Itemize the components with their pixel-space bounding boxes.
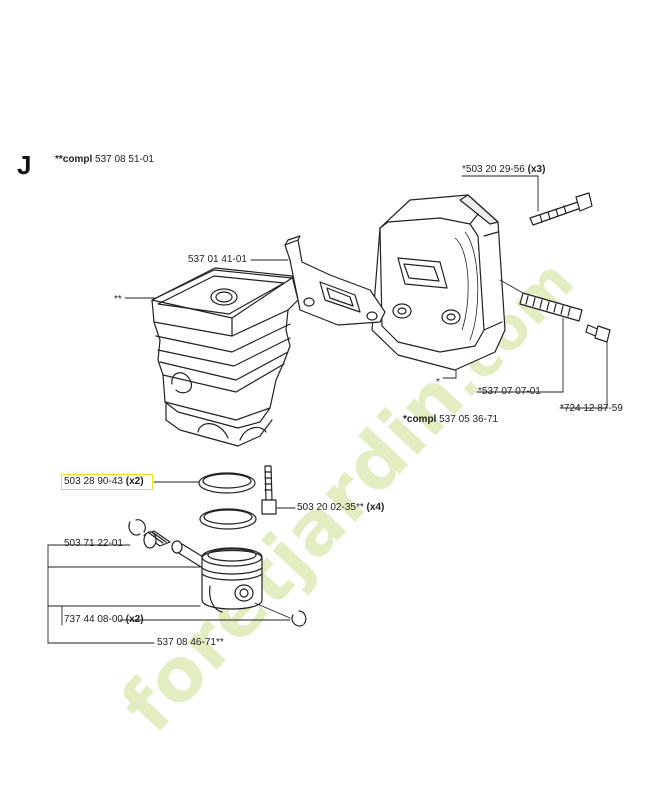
assembly-prefix: **compl [55, 154, 93, 165]
muffler-bolt-drawing [529, 192, 593, 226]
cylinder-screw-drawing [261, 465, 277, 515]
muffler-drawing [371, 194, 506, 371]
muffler-label: *537 07 07-01 [478, 386, 541, 398]
piston-ring-part: 503 28 90-43 [64, 476, 123, 487]
muffler-part: *537 07 07-01 [478, 386, 541, 397]
bracket-label: 537 01 41-01 [188, 254, 247, 266]
muffler-set-part: 537 05 36-71 [439, 414, 499, 425]
section-letter: J [17, 150, 32, 180]
heat-shield-part: *724 12 87-59 [560, 403, 623, 414]
circlip-label: 737 44 08-00 (x2) [64, 614, 144, 626]
bracket-part: 537 01 41-01 [188, 254, 247, 265]
cyl-screw-label: 503 20 02-35** (x4) [297, 502, 384, 514]
piston-rings-drawing [198, 472, 257, 530]
leader-lines [47, 175, 608, 644]
piston-ring-label: 503 28 90-43 (x2) [64, 476, 144, 488]
assembly-part: 537 08 51-01 [95, 154, 154, 165]
highlight-box [61, 474, 153, 490]
bolt-top-qty: (x3) [527, 164, 546, 175]
circlip-qty: (x2) [125, 614, 144, 625]
bearing-part: 503 71 22-01 [64, 538, 123, 549]
piston-kit-part: 537 08 46-71** [157, 637, 224, 648]
cylinder-drawing [151, 267, 299, 447]
heat-shield-label: *724 12 87-59 [560, 403, 623, 415]
assembly-label: **compl 537 08 51-01 [55, 154, 154, 166]
muffler-mark: * [436, 377, 440, 388]
piston-kit-label: 537 08 46-71** [157, 637, 224, 649]
muffler-set-prefix: *compl [403, 414, 437, 425]
circlip-part: 737 44 08-00 [64, 614, 123, 625]
bolt-top-part: *503 20 29-56 [462, 164, 525, 175]
cylinder-mark: ** [114, 294, 122, 305]
cyl-screw-qty: (x4) [366, 502, 385, 513]
heat-shield-drawing [499, 279, 611, 343]
muffler-set-label: *compl 537 05 36-71 [403, 414, 498, 426]
circlips-drawing [128, 519, 307, 627]
gasket-bracket-drawing [284, 235, 386, 326]
piston-drawing [201, 547, 291, 619]
bearing-label: 503 71 22-01 [64, 538, 123, 550]
bolt-top-label: *503 20 29-56 (x3) [462, 164, 545, 176]
cyl-screw-part: 503 20 02-35** [297, 502, 364, 513]
piston-ring-qty: (x2) [125, 476, 144, 487]
